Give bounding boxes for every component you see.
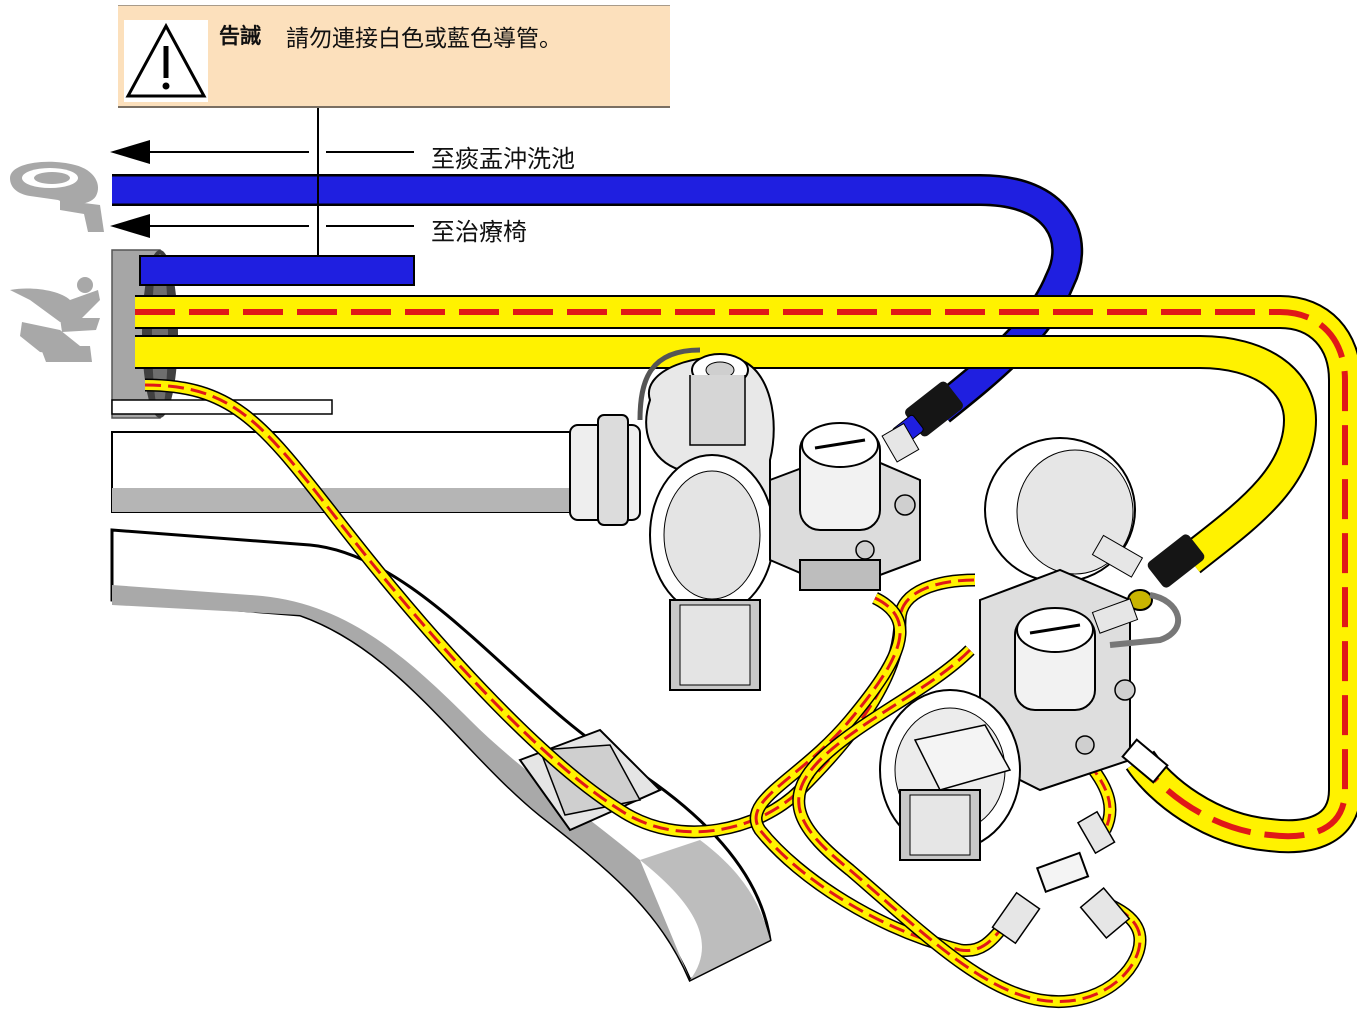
tee-fittings <box>991 738 1169 945</box>
spittoon-icon <box>10 161 104 232</box>
solenoid-valve-upper <box>637 347 921 691</box>
gray-drain-pipe <box>111 414 641 526</box>
caution-box: 告誡 請勿連接白色或藍色導管。 <box>118 5 670 108</box>
arrow-spittoon <box>110 140 414 164</box>
caution-text: 請勿連接白色或藍色導管。 <box>286 26 562 52</box>
solenoid-valve-lower <box>879 437 1182 861</box>
arrow-chair <box>110 214 414 238</box>
warning-triangle-icon <box>124 20 208 102</box>
label-to-spittoon-flush: 至痰盂沖洗池 <box>431 146 575 173</box>
label-to-dental-chair: 至治療椅 <box>431 219 527 246</box>
yellow-tube-loop <box>135 295 1357 854</box>
dental-chair-icon <box>10 277 100 362</box>
blue-tube-chair <box>139 255 415 286</box>
yellow-tube-solid <box>135 335 1318 611</box>
caution-heading: 告誡 <box>219 24 261 48</box>
thin-yellow-tubes <box>144 378 1147 1008</box>
drain-hose <box>110 528 772 983</box>
